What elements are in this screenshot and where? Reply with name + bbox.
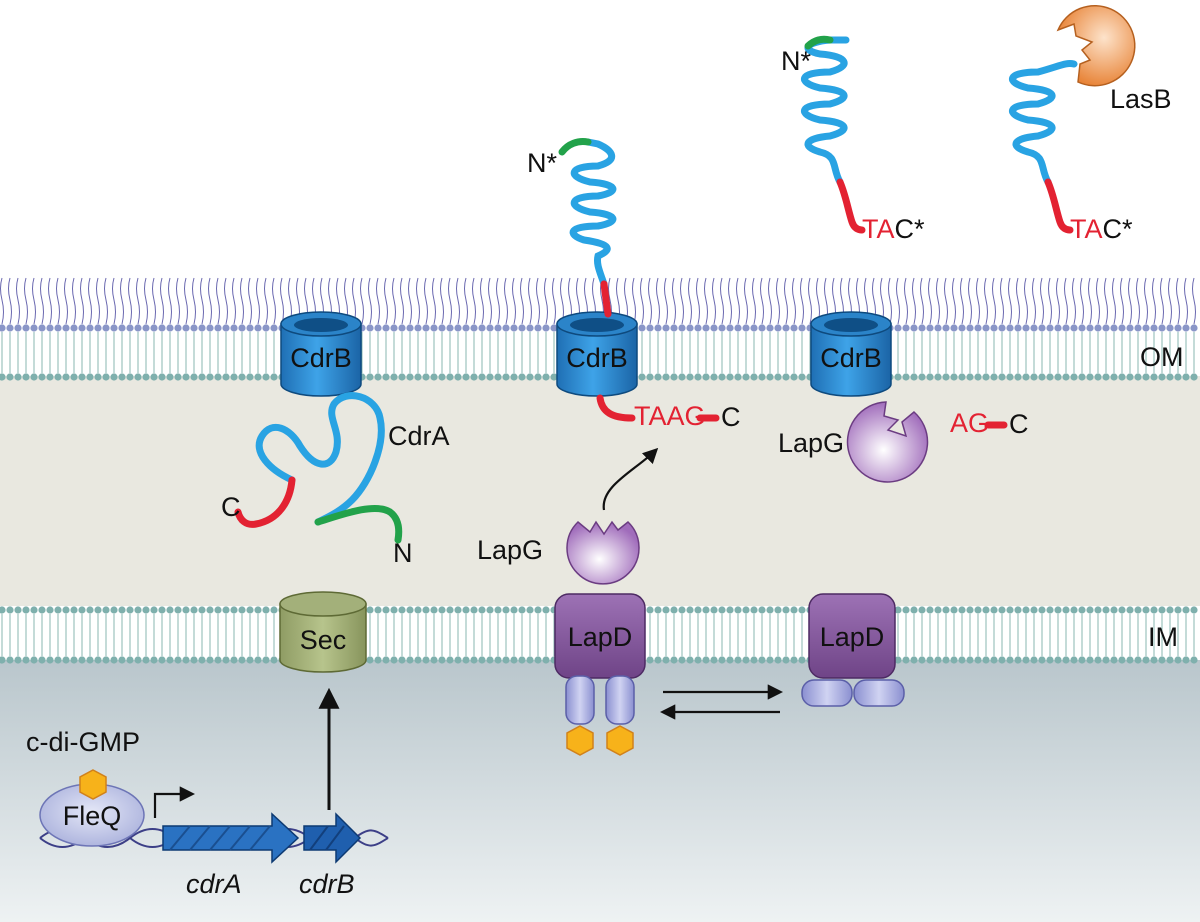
om-label: OM: [1140, 342, 1184, 372]
gene-cdra-label: cdrA: [186, 869, 242, 899]
cdigmp-hexagon-1: [566, 725, 594, 756]
n-star-middle: N*: [527, 148, 557, 178]
cdra-anchored-strand: [558, 138, 636, 422]
released-cdra-strand-1: [800, 35, 866, 234]
fleq-label: FleQ: [63, 801, 122, 831]
gene-cdra-arrow: [162, 812, 300, 864]
lapd-right: LapD: [801, 593, 905, 707]
lapd-left-pod-1: [565, 675, 595, 725]
lapg-right-label: LapG: [778, 428, 844, 458]
tac-1: TAC*: [862, 214, 925, 244]
cdigmp-hexagon-fleq: [79, 769, 107, 800]
lapg-bound: [566, 520, 640, 585]
cdra-label: CdrA: [388, 421, 450, 451]
lasb-label: LasB: [1110, 84, 1172, 114]
cdigmp-hexagon-2: [606, 725, 634, 756]
lasb-protease: [1056, 4, 1136, 87]
cdrb-barrel-right: CdrB: [810, 311, 892, 397]
cdrb-barrel-middle: CdrB: [556, 311, 638, 397]
tac-2: TAC*: [1070, 214, 1133, 244]
lapd-right-pod-1: [801, 679, 853, 707]
lapd-right-pod-2: [853, 679, 905, 707]
cleavage-arrow: [602, 447, 659, 511]
sec-translocon: Sec: [279, 591, 367, 673]
released-cdra-strand-2: [1008, 60, 1078, 234]
n-star-top: N*: [781, 46, 811, 76]
ag-c-label: C: [1009, 409, 1029, 439]
lapg-left-label: LapG: [477, 535, 543, 565]
gene-cdrb-arrow: [303, 812, 362, 864]
ag-label: AG: [950, 408, 989, 438]
lapd-left: LapD: [554, 593, 646, 756]
lapg-free: [846, 401, 929, 483]
cdrb-barrel-left: CdrB: [280, 311, 362, 397]
cdrb-right-label: CdrB: [820, 343, 882, 373]
lapd-left-label: LapD: [568, 622, 633, 652]
cdra-periplasm-strand: [234, 392, 403, 544]
cdigmp-label: c-di-GMP: [26, 727, 140, 757]
cytoplasm-region: [0, 660, 1200, 922]
gene-cdrb-label: cdrB: [299, 869, 355, 899]
taag-label: TAAG: [634, 401, 706, 431]
sec-label: Sec: [300, 625, 347, 655]
cdra-c-label: C: [221, 492, 241, 522]
lapd-right-label: LapD: [820, 622, 885, 652]
promoter-arrow: [153, 786, 196, 818]
im-label: IM: [1148, 622, 1178, 652]
lapd-left-pod-2: [605, 675, 635, 725]
cdrb-left-label: CdrB: [290, 343, 352, 373]
cdrb-middle-label: CdrB: [566, 343, 628, 373]
cdra-n-label: N: [393, 538, 413, 568]
taag-c-label: C: [721, 402, 741, 432]
